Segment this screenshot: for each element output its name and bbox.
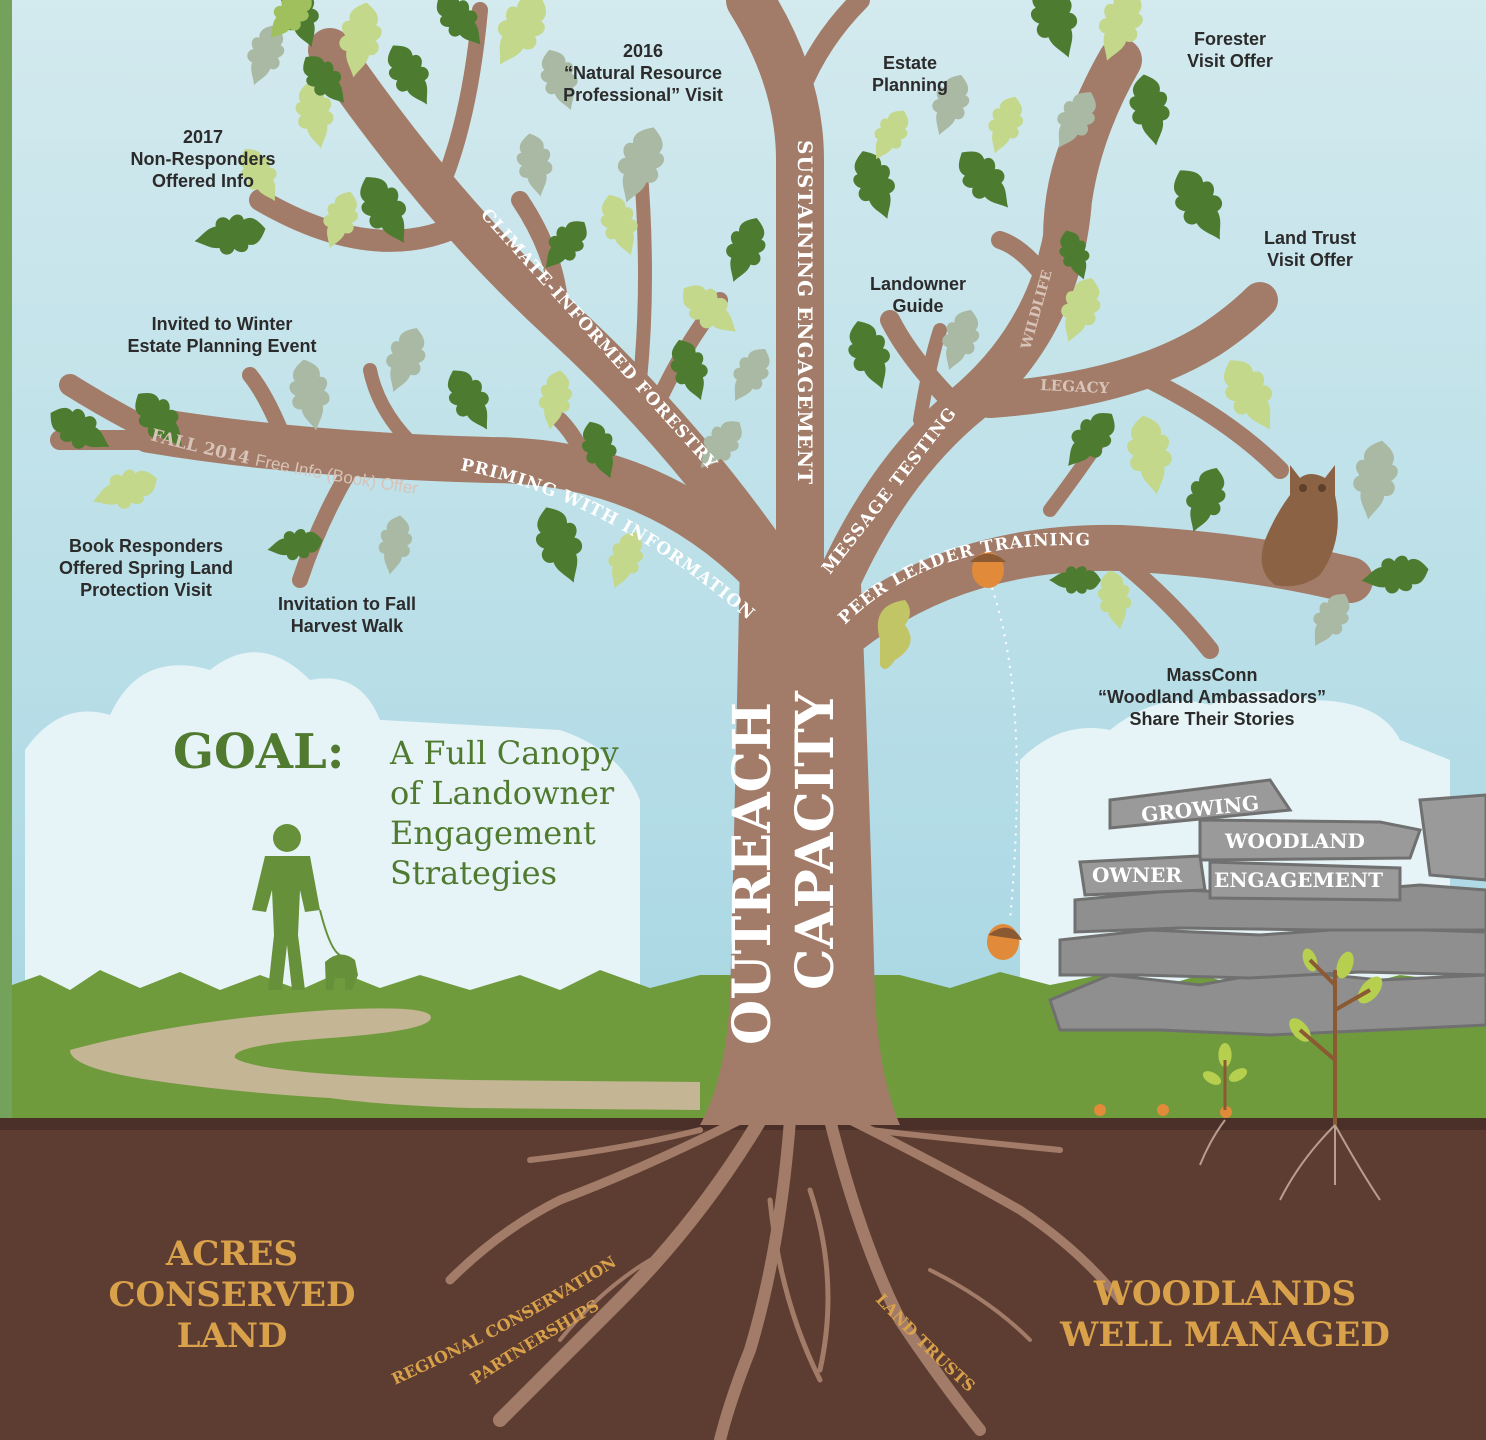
seedling-leaf [1336,951,1354,979]
branch-label-legacy: LEGACY [1040,376,1110,397]
walking-path [70,1008,700,1110]
squirrel [877,600,911,669]
stone-label-woodland: WOODLAND [1224,829,1365,853]
walker-with-dog [252,824,358,990]
acorn-drop-line [991,587,1018,921]
goal-block: GOAL: A Full Canopy of Landowner Engagem… [173,724,619,892]
trunk-label-outreach: OUTREACH [722,702,783,1045]
trunk-label-capacity: CAPACITY [785,690,846,990]
stone-wall [1048,778,1486,1037]
trunk-labels: OUTREACH CAPACITY [722,690,846,1045]
seedling-leaf [1228,1068,1248,1082]
seedling-leaf [1218,1043,1232,1067]
soil [0,1118,1486,1440]
trunk [700,560,900,1125]
owl [1261,465,1338,587]
stone-label-owner: OWNER [1092,863,1182,887]
goal-label: GOAL: [173,724,345,780]
callout-masscon: MassConn“Woodland Ambassadors”Share Thei… [1098,665,1326,729]
seedling-leaf [1202,1071,1222,1085]
acorn-seeds [1094,1104,1232,1118]
branch-label-sustaining: SUSTAINING ENGAGEMENT [793,140,817,485]
acorn [970,552,1006,588]
roots [445,1113,1125,1440]
goal-line: Engagement [390,814,596,852]
seedlings [1199,958,1381,1201]
acorn [987,924,1022,960]
left-border-band [0,0,12,1440]
stone-label-engagement: ENGAGEMENT [1214,868,1383,892]
goal-line: of Landowner [390,774,615,812]
goal-line: A Full Canopy [389,734,619,772]
goal-line: Strategies [390,854,557,892]
